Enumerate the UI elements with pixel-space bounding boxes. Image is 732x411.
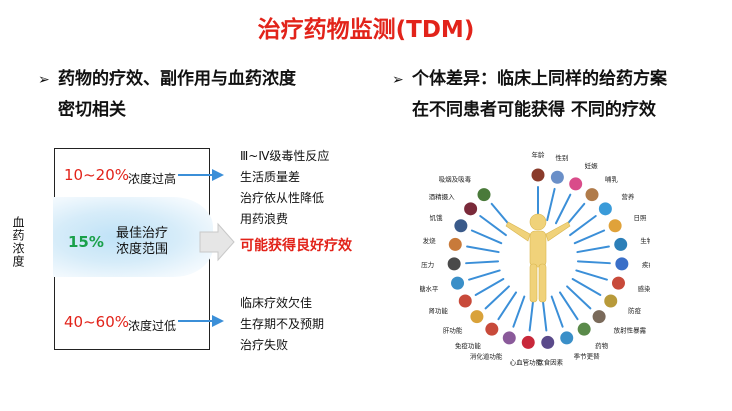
bullet-left: ➢ 药物的疗效、副作用与血药浓度 密切相关 xyxy=(38,64,296,125)
factor-radial-diagram: 年龄性别妊娠哺乳营养日照生物节律疾病感染防疫放射性暴露药物季节更替饮食因素心血管… xyxy=(420,150,650,366)
bullet-right: ➢ 个体差异：临床上同样的给药方案 在不同患者可能获得 不同的疗效 xyxy=(392,64,667,125)
factor-label: 防疫 xyxy=(628,306,642,315)
y-axis-label: 血药浓度 xyxy=(11,216,25,268)
factor-label: 营养 xyxy=(621,192,635,201)
factor-label: 发烧 xyxy=(423,236,437,245)
factor-icon xyxy=(604,294,618,308)
factor-icon xyxy=(485,322,499,336)
factor-label: 哺乳 xyxy=(605,174,619,183)
factor-ray xyxy=(474,278,505,296)
optimal-effect: 可能获得良好疗效 xyxy=(240,238,352,254)
factor-icon xyxy=(470,310,484,324)
factor-icon xyxy=(585,188,599,202)
bullet-right-line2: 在不同患者可能获得 不同的疗效 xyxy=(412,100,656,120)
bullet-left-line2: 密切相关 xyxy=(58,100,126,120)
high-effects-list: Ⅲ~Ⅳ级毒性反应 生活质量差 治疗依从性降低 用药浪费 xyxy=(240,149,330,226)
factor-ray xyxy=(465,260,500,265)
factor-label: 药物 xyxy=(595,341,609,350)
factor-icon xyxy=(541,335,555,349)
factor-label: 生物节律 xyxy=(640,236,650,245)
factor-icon xyxy=(611,276,625,290)
optimal-range: 15% xyxy=(68,233,104,251)
factor-label: 饥饿 xyxy=(430,213,444,222)
optimal-label: 最佳治疗 浓度范围 xyxy=(116,226,169,257)
factor-label: 性别 xyxy=(555,153,568,162)
diagram-arrows xyxy=(178,169,235,327)
factor-ray xyxy=(484,285,510,310)
human-figure-icon xyxy=(505,213,571,303)
factor-icon xyxy=(464,202,478,216)
factor-ray xyxy=(528,297,535,332)
bullet-left-line1: 药物的疗效、副作用与血药浓度 xyxy=(58,69,296,89)
factor-icon xyxy=(614,237,628,251)
factor-label: 消化道功能 xyxy=(470,352,503,361)
factor-ray xyxy=(470,229,503,245)
concentration-diagram xyxy=(53,148,213,350)
factor-icon xyxy=(458,294,472,308)
factor-ray xyxy=(468,269,501,281)
high-range: 10~20% xyxy=(64,166,129,184)
factor-ray xyxy=(497,291,518,321)
factor-ray xyxy=(558,291,579,321)
factor-label: 饮食因素 xyxy=(537,357,564,366)
factor-icon xyxy=(447,257,461,271)
factor-ray xyxy=(550,295,564,328)
factor-ray xyxy=(479,215,507,237)
factor-ray xyxy=(576,245,610,254)
bullet-arrow-icon: ➢ xyxy=(38,72,50,88)
factor-label: 血糖水平 xyxy=(420,284,439,293)
factor-label: 年龄 xyxy=(532,150,546,159)
factor-icon xyxy=(577,322,591,336)
low-effects-list: 临床疗效欠佳 生存期不及预期 治疗失败 xyxy=(240,296,325,352)
factor-icon xyxy=(569,177,583,191)
factor-label: 放射性暴露 xyxy=(614,325,647,334)
factor-ray xyxy=(466,245,500,254)
factor-label: 妊娠 xyxy=(585,161,599,170)
factor-icon xyxy=(615,257,629,271)
page-title: 治疗药物监测(TDM) xyxy=(257,17,475,43)
factor-icon xyxy=(451,276,465,290)
factor-icon xyxy=(560,331,574,345)
factor-icon xyxy=(592,310,606,324)
factor-ray xyxy=(575,269,608,281)
factor-icon xyxy=(531,168,545,182)
low-label: 浓度过低 xyxy=(128,319,177,333)
factor-label: 季节更替 xyxy=(574,352,601,361)
factor-label: 压力 xyxy=(421,260,434,269)
factor-icon xyxy=(477,188,491,202)
factor-label: 免疫功能 xyxy=(455,341,482,350)
factor-ray xyxy=(554,193,572,225)
factor-ray xyxy=(541,297,548,332)
bullet-arrow-icon: ➢ xyxy=(392,72,404,88)
optimal-arrow-icon xyxy=(199,222,235,262)
factor-icon xyxy=(598,202,612,216)
factor-icon xyxy=(448,237,462,251)
factor-icon xyxy=(521,335,535,349)
factor-label: 感染 xyxy=(638,284,650,293)
factor-label: 日照 xyxy=(633,214,647,222)
factor-icon xyxy=(608,219,622,233)
factor-ray xyxy=(566,285,592,310)
bullet-right-line1: 个体差异：临床上同样的给药方案 xyxy=(412,69,667,89)
factor-icon xyxy=(454,219,468,233)
factor-ray xyxy=(576,260,611,265)
factor-label: 吸烟及吸毒 xyxy=(439,174,472,183)
factor-label: 酒精摄入 xyxy=(429,192,456,201)
factor-label: 肝功能 xyxy=(443,325,463,334)
factor-label: 心血管功能 xyxy=(510,357,543,366)
factor-icon xyxy=(550,170,564,184)
optimal-range-band xyxy=(53,197,213,277)
factor-ray xyxy=(573,229,606,245)
low-range: 40~60% xyxy=(64,313,129,331)
factor-ray xyxy=(546,187,556,222)
factor-ray xyxy=(571,278,602,296)
factor-ray xyxy=(512,295,526,328)
high-label: 浓度过高 xyxy=(128,172,177,186)
factor-ray xyxy=(569,215,597,237)
factor-label: 肾功能 xyxy=(428,306,448,315)
factor-icon xyxy=(502,331,516,345)
factor-label: 疾病 xyxy=(642,260,650,269)
